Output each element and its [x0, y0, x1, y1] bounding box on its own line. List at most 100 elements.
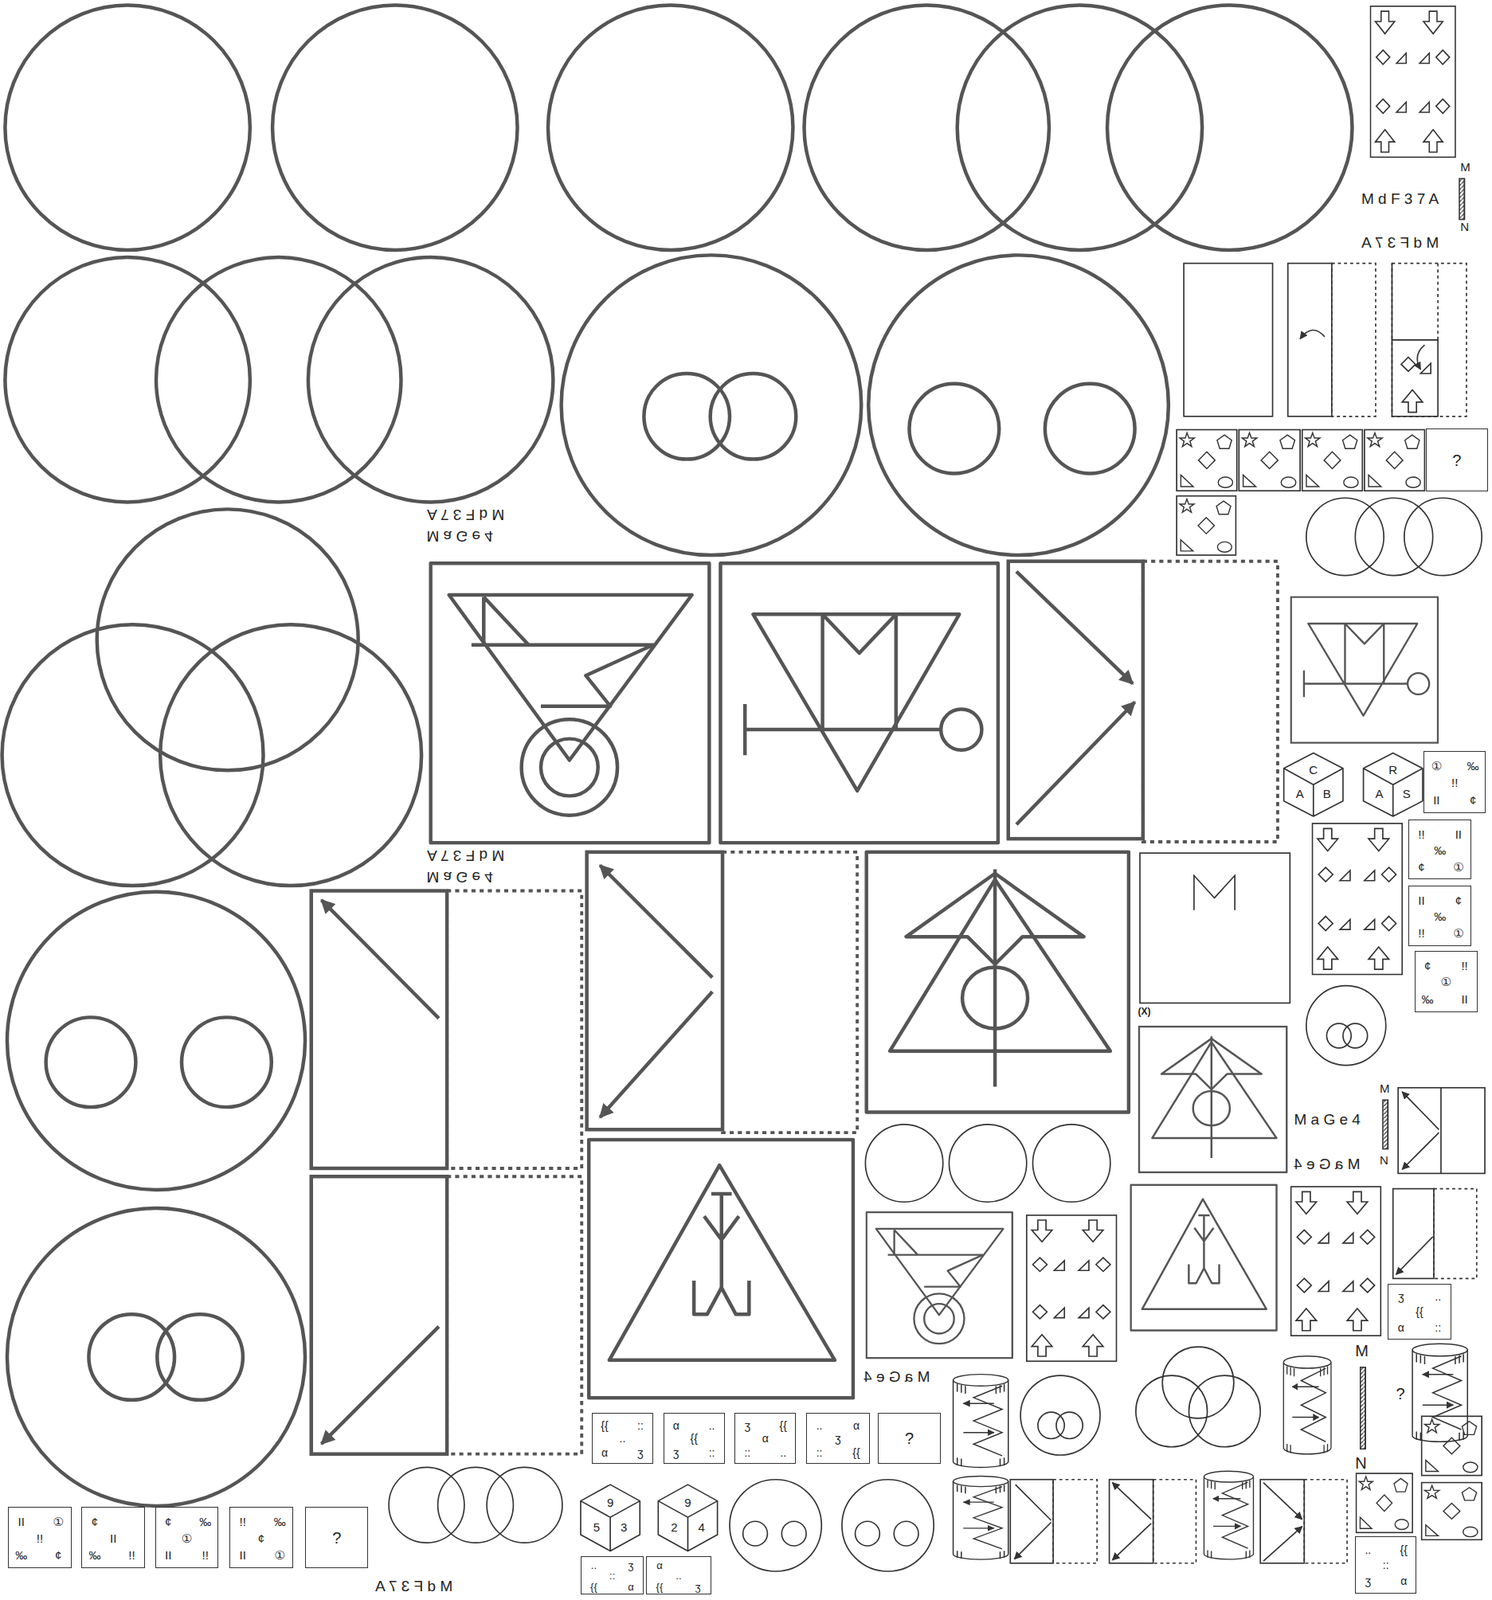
small-arrow-panels	[1053, 1480, 1097, 1564]
card-symbol: α	[627, 1581, 635, 1592]
card-symbol: ?	[332, 1530, 341, 1547]
big-circles	[46, 1017, 137, 1108]
cube-face-letter: 9	[684, 1495, 691, 1508]
card-symbol: ‰	[15, 1549, 28, 1562]
card-symbol: ¢	[164, 1515, 172, 1528]
card-symbol: ..	[779, 1447, 787, 1459]
card-symbol: !!	[1451, 775, 1458, 788]
card-symbol: ①	[1452, 860, 1464, 873]
figures	[430, 563, 710, 843]
small-circles	[865, 1124, 943, 1203]
symbol-card: ?	[305, 1507, 369, 1569]
card-symbol: {{	[656, 1581, 664, 1592]
small-arrow-panels	[1440, 1088, 1442, 1175]
cube-face-labels: RAS	[1363, 752, 1423, 816]
symbol-card: ?	[877, 1413, 941, 1465]
folding-steps	[1288, 263, 1332, 417]
symbol-cards	[1238, 429, 1301, 491]
cube-outlines	[1284, 753, 1344, 817]
big-circles	[7, 892, 306, 1191]
cube-face-letter: A	[1296, 787, 1305, 800]
card-symbol: ʒ	[1364, 1575, 1371, 1587]
puzzle-label: M	[1460, 160, 1471, 173]
card-symbol: ʒ	[834, 1433, 842, 1445]
card-symbol: ..	[619, 1433, 627, 1445]
small-arrow-panels	[1112, 1483, 1152, 1520]
figures	[1131, 1185, 1277, 1332]
card-symbol: II	[1460, 993, 1468, 1006]
mirror-lines	[1459, 178, 1465, 220]
small-circles	[948, 1124, 1026, 1203]
puzzle-label: N	[1460, 220, 1469, 233]
card-symbol: α	[1398, 1322, 1405, 1334]
card-symbol: ::	[1382, 1559, 1390, 1571]
symbol-cards	[1370, 6, 1455, 158]
card-symbol: ::	[708, 1447, 716, 1459]
card-symbol: ::	[609, 1570, 615, 1582]
arrow-panels	[321, 1327, 439, 1445]
cube-face-letter: A	[1375, 787, 1384, 800]
symbol-cards	[1421, 1483, 1483, 1541]
card-symbol: ①	[1452, 927, 1464, 940]
small-arrow-panels	[1396, 1237, 1434, 1275]
cylinders	[953, 1343, 1469, 1560]
symbol-card: !!‰¢II①	[229, 1507, 293, 1569]
card-symbol: α	[673, 1420, 680, 1432]
card-symbol: ‰	[1433, 909, 1446, 922]
card-symbol: ①	[274, 1549, 285, 1562]
puzzle-label: N	[1354, 1455, 1367, 1472]
big-circles	[156, 257, 401, 502]
cube-face-letter: 3	[620, 1521, 627, 1534]
small-circles	[1162, 1347, 1234, 1419]
symbol-cards	[1176, 429, 1238, 491]
card-symbol: α	[656, 1560, 663, 1571]
mirror-lines	[1382, 1100, 1388, 1149]
arrow-panels	[599, 991, 713, 1118]
card-symbol: !!	[1417, 827, 1425, 840]
puzzle-label: M a G e 4	[863, 1369, 930, 1385]
card-symbol: ʒ	[673, 1447, 680, 1459]
cube-face-letter: 5	[593, 1521, 600, 1534]
card-symbol: ..	[708, 1420, 716, 1432]
puzzle-label: M d F 3 7 A	[1361, 234, 1439, 251]
arrow-panels	[446, 891, 582, 1169]
symbol-cards	[1312, 823, 1403, 976]
puzzle-label: M a G e 4	[426, 869, 494, 886]
small-circles	[841, 1480, 934, 1572]
card-symbol: {{	[1400, 1544, 1408, 1556]
folding-steps	[1391, 263, 1467, 417]
big-circles	[643, 373, 730, 460]
card-symbol: {{	[590, 1581, 598, 1592]
card-symbol: ::	[1434, 1322, 1442, 1334]
big-circles	[272, 5, 517, 251]
symbol-card: ¢II‰!!	[81, 1507, 145, 1569]
big-circles	[804, 5, 1050, 251]
figures	[1291, 597, 1438, 744]
arrow-panels	[321, 900, 439, 1019]
puzzle-label: N	[1379, 1154, 1389, 1167]
puzzle-label: M d F 3 7 A	[375, 1578, 453, 1594]
small-arrow-panels	[1263, 1483, 1303, 1520]
small-circles	[1404, 497, 1482, 576]
card-symbol: ①	[181, 1531, 192, 1544]
big-circles	[1045, 383, 1136, 474]
symbol-card: ʒ..{{α::	[1387, 1284, 1451, 1340]
card-symbol: II	[1417, 893, 1425, 906]
card-symbol: ¢	[91, 1515, 98, 1528]
arrow-panels	[1016, 702, 1136, 826]
card-symbol: II	[18, 1515, 25, 1528]
card-symbol: ¢	[1424, 959, 1431, 972]
card-symbol: {{	[689, 1433, 698, 1445]
folding-steps	[1300, 330, 1325, 340]
small-circles	[1306, 986, 1387, 1066]
small-circles	[893, 1521, 919, 1547]
small-circles	[729, 1480, 822, 1572]
card-symbol: ..	[1364, 1544, 1371, 1556]
card-symbol: α	[1400, 1575, 1407, 1587]
small-arrow-panels	[1015, 1484, 1052, 1521]
small-arrow-panels	[1153, 1480, 1197, 1564]
card-symbol: !!	[128, 1549, 135, 1562]
puzzle-label: M a G e 4	[1293, 1112, 1360, 1128]
small-arrow-panels	[1433, 1189, 1477, 1280]
